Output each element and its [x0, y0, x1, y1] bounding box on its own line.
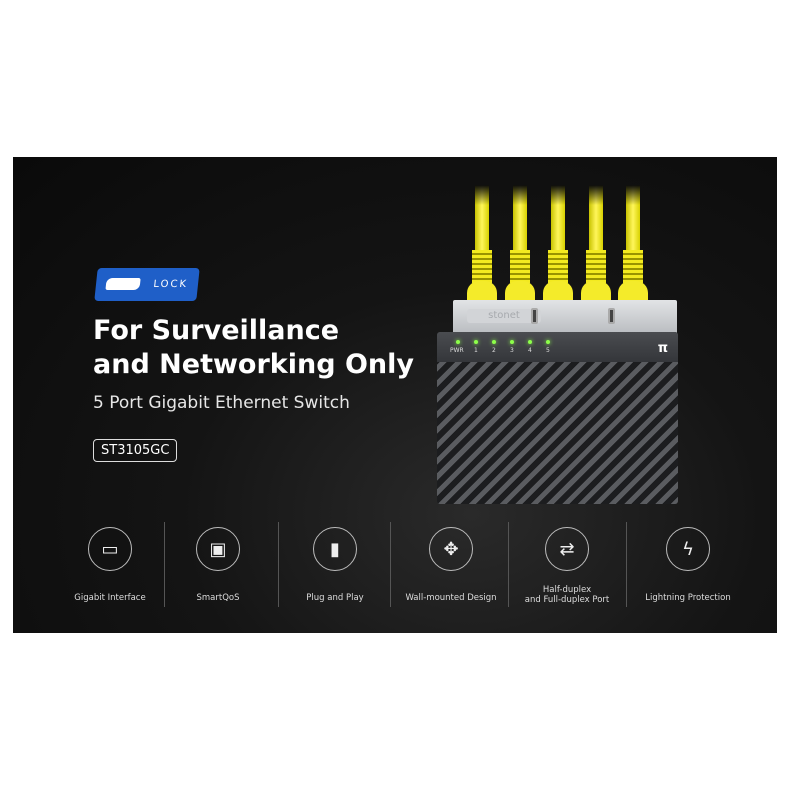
- feature-label: Wall-mounted Design: [405, 593, 497, 603]
- lock-logo: LOCK: [94, 268, 200, 301]
- feature-label: Plug and Play: [306, 593, 364, 603]
- model-badge: ST3105GC: [93, 439, 178, 462]
- product-banner: LOCK For Surveillance and Networking Onl…: [13, 157, 777, 633]
- port-label: 3: [510, 347, 514, 354]
- feature-gigabit: ▭ Gigabit Interface: [50, 527, 170, 603]
- headline-line-2: and Networking Only: [93, 349, 414, 380]
- feature-duplex: ⇄ Half-duplex and Full-duplex Port: [507, 527, 627, 605]
- headline-line-1: For Surveillance: [93, 315, 340, 346]
- ethernet-plug-icon: ▮: [313, 527, 357, 571]
- feature-wall-mount: ✥ Wall-mounted Design: [391, 527, 511, 603]
- feature-label: Gigabit Interface: [74, 593, 146, 603]
- port-label: 2: [492, 347, 496, 354]
- feature-plug-play: ▮ Plug and Play: [275, 527, 395, 603]
- subtitle: 5 Port Gigabit Ethernet Switch: [93, 393, 350, 413]
- logo-text: LOCK: [152, 279, 189, 290]
- lock-brand: stonet: [467, 309, 541, 323]
- port-label: 1: [474, 347, 478, 354]
- feature-label: Half-duplex and Full-duplex Port: [524, 585, 610, 605]
- network-switch: PWR 1 2 3 4 5 π: [437, 332, 678, 504]
- wall-mount-icon: ✥: [429, 527, 473, 571]
- port-lock-bar: stonet: [453, 300, 677, 334]
- switch-ports-icon: ▭: [88, 527, 132, 571]
- port-label: 5: [546, 347, 550, 354]
- crocodile-logo-icon: [105, 278, 141, 290]
- feature-label: SmartQoS: [196, 593, 240, 603]
- feature-label: Lightning Protection: [645, 593, 731, 603]
- brand-mark-icon: π: [657, 341, 668, 356]
- port-label: PWR: [450, 347, 464, 354]
- rj45-port-icon: ▣: [196, 527, 240, 571]
- feature-smartqos: ▣ SmartQoS: [158, 527, 278, 603]
- duplex-arrows-icon: ⇄: [545, 527, 589, 571]
- port-label: 4: [528, 347, 532, 354]
- lightning-icon: ϟ: [666, 527, 710, 571]
